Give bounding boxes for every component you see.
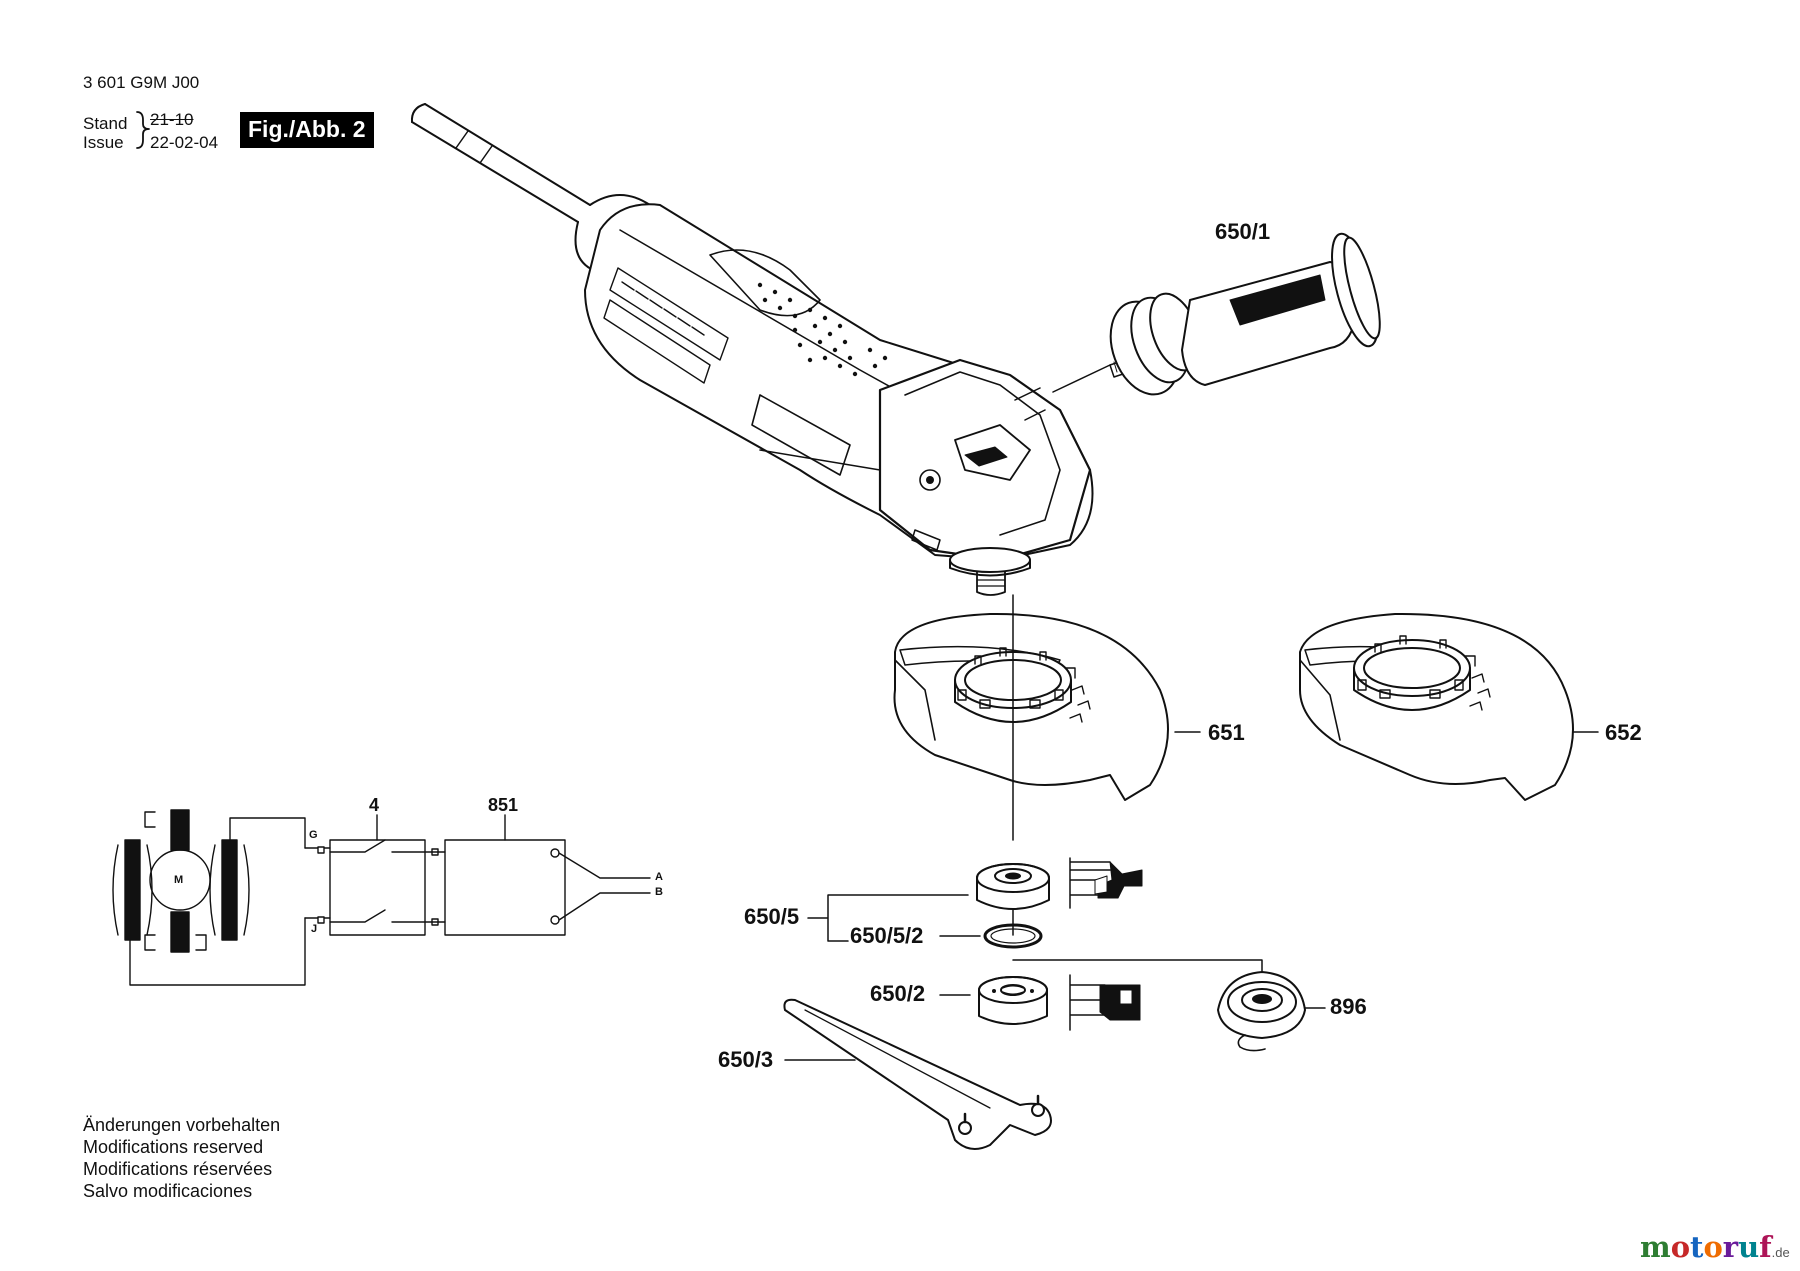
- part-label-quick-nut: 896: [1330, 994, 1367, 1019]
- leader-line: [807, 894, 969, 942]
- mounting-flange: [976, 857, 1143, 910]
- issue-date: 22-02-04: [150, 133, 219, 152]
- auxiliary-handle: [1109, 232, 1381, 396]
- stand-label: Stand: [83, 114, 128, 133]
- wiring-label-terminal-j: J: [311, 923, 318, 935]
- figure-label: Fig./Abb. 2: [240, 112, 374, 148]
- brand-letter: t: [1690, 1230, 1704, 1264]
- issue-label: Issue: [83, 133, 124, 152]
- angle-grinder: [410, 103, 1094, 596]
- quick-clamp-nut: [1217, 971, 1306, 1052]
- part-label-flange: 650/5: [744, 904, 800, 929]
- brand-letter: f: [1759, 1230, 1772, 1264]
- brand-letter: u: [1738, 1230, 1760, 1264]
- part-number: 3 601 G9M J00: [83, 73, 200, 92]
- brand-letter: m: [1640, 1230, 1671, 1264]
- leader-line: [1052, 364, 1111, 393]
- note-line: Modifications reserved: [83, 1137, 264, 1157]
- brand-letter: o: [1670, 1230, 1691, 1264]
- old-date: 21-10: [150, 110, 194, 129]
- guard-652: [1299, 612, 1574, 801]
- part-label-aux-handle: 650/1: [1215, 219, 1271, 244]
- guard-651: [893, 612, 1169, 801]
- brand-watermark: motoruf.de: [1640, 1230, 1790, 1264]
- part-label-clamp-nut: 650/2: [870, 981, 926, 1006]
- part-label-spanner: 650/3: [718, 1047, 774, 1072]
- header-brace: [136, 111, 150, 149]
- part-label-guard-652: 652: [1605, 720, 1642, 745]
- wiring-label-switch: 4: [369, 795, 380, 815]
- modification-notes: Änderungen vorbehalten Modifications res…: [83, 1114, 280, 1202]
- brand-suffix: .de: [1771, 1245, 1790, 1260]
- brand-letter: o: [1703, 1230, 1723, 1264]
- note-line: Modifications réservées: [83, 1159, 273, 1179]
- wiring-schematic: [112, 809, 651, 986]
- brand-letter: r: [1722, 1230, 1739, 1264]
- wiring-label-module: 851: [488, 795, 519, 815]
- wiring-label-motor: M: [174, 874, 184, 886]
- wiring-label-output-b: B: [655, 886, 663, 898]
- note-line: Salvo modificaciones: [83, 1181, 253, 1201]
- part-label-guard-651: 651: [1208, 720, 1245, 745]
- note-line: Änderungen vorbehalten: [83, 1115, 281, 1135]
- wiring-label-output-a: A: [655, 871, 663, 883]
- clamp-nut: [978, 974, 1141, 1031]
- wiring-label-terminal-g: G: [309, 829, 318, 841]
- o-ring: [983, 923, 1043, 949]
- pin-spanner: [783, 998, 1052, 1150]
- part-label-o-ring: 650/5/2: [850, 923, 924, 948]
